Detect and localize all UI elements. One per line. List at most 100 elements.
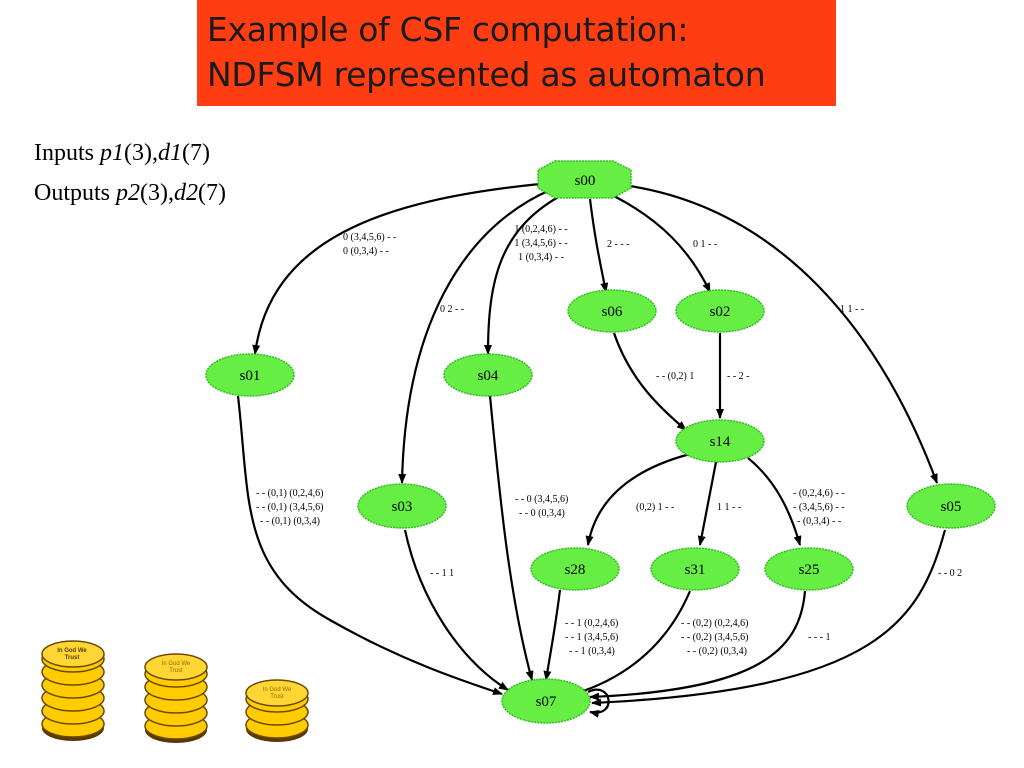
output-width-d2: (7) [198, 180, 226, 206]
label-s25-s07: - - - 1 [808, 632, 831, 643]
title-line-2: NDFSM represented as automaton [207, 55, 766, 94]
state-s25-label: s25 [799, 562, 820, 578]
label-s00-s01-b: 0 (0,3,4) - - [343, 246, 389, 257]
state-s28-label: s28 [565, 562, 586, 578]
label-s01-s07-b: - - (0,1) (3,4,5,6) [256, 502, 323, 513]
inputs-label: Inputs [34, 140, 100, 166]
edge-s31-s07 [573, 590, 692, 696]
edge-s00-s04 [484, 195, 561, 355]
edge-s00-s06 [588, 198, 609, 293]
state-s31[interactable]: s31 [650, 547, 740, 591]
output-var-p2: p2 [116, 180, 141, 206]
io-description: Inputs p1(3),d1(7) Outputs p2(3),d2(7) [34, 133, 226, 213]
inputs-line: Inputs p1(3),d1(7) [34, 133, 226, 173]
input-var-p1: p1 [100, 140, 124, 166]
edge-s25-s07 [589, 590, 807, 701]
coin-1-text-b: Trust [65, 655, 80, 661]
edge-s28-s07 [543, 589, 562, 681]
state-s14-label: s14 [710, 434, 731, 450]
slide-title: Example of CSF computation: NDFSM repres… [197, 0, 836, 106]
label-s06-s14: - - (0,2) 1 [656, 371, 694, 382]
state-s31-label: s31 [685, 562, 706, 578]
state-s02[interactable]: s02 [675, 289, 765, 333]
edge-s14-s25 [747, 457, 802, 546]
label-s00-s04-c: 1 (0,3,4) - - [518, 252, 564, 263]
title-line-1: Example of CSF computation: [207, 10, 689, 49]
label-s31-s07-b: - - (0,2) (3,4,5,6) [681, 632, 748, 643]
label-s14-s28: (0,2) 1 - - [636, 502, 674, 513]
edge-s14-s28 [585, 452, 691, 546]
label-s31-s07-c: - - (0,2) (0,3,4) [687, 646, 747, 657]
edge-s06-s14 [612, 332, 687, 431]
label-s04-s07-a: - - 0 (3,4,5,6) [515, 494, 568, 505]
coin-2-text-b: Trust [169, 668, 183, 674]
coin-1-text-a: In God We [57, 648, 87, 654]
label-s00-s06: 2 - - - [607, 239, 630, 250]
edge-s00-s02 [613, 195, 711, 293]
label-s28-s07-a: - - 1 (0,2,4,6) [565, 618, 618, 629]
label-s03-s07: - - 1 1 [430, 568, 454, 579]
state-s01-label: s01 [240, 368, 261, 384]
coin-stack-large: In God We Trust [41, 640, 105, 741]
state-nodes: s00 s01 s04 s06 s02 s14 s03 s05 [205, 160, 996, 724]
state-s06[interactable]: s06 [567, 289, 657, 333]
state-s05-label: s05 [941, 499, 962, 515]
label-s14-s25-a: - (0,2,4,6) - - [793, 488, 845, 499]
coin-3-text-b: Trust [270, 694, 284, 700]
label-s04-s07-b: - - 0 (0,3,4) [519, 508, 565, 519]
state-s04[interactable]: s04 [443, 353, 533, 397]
outputs-label: Outputs [34, 180, 117, 206]
output-var-d2: d2 [174, 180, 198, 206]
transition-edges [236, 182, 947, 718]
label-s28-s07-b: - - 1 (3,4,5,6) [565, 632, 618, 643]
state-s07-label: s07 [536, 694, 557, 710]
label-s00-s03: 0 2 - - [440, 304, 464, 315]
output-width-p2: (3), [140, 180, 174, 206]
edge-s03-s07 [403, 529, 509, 691]
edge-s00-s03 [398, 188, 551, 484]
state-s07[interactable]: s07 [501, 678, 591, 724]
label-s01-s07-a: - - (0,1) (0,2,4,6) [256, 488, 323, 499]
edge-s14-s31 [697, 461, 718, 546]
label-s00-s05: 1 1 - - [840, 304, 864, 315]
state-s03[interactable]: s03 [357, 483, 447, 529]
state-s04-label: s04 [478, 368, 499, 384]
label-s00-s04-b: 1 (3,4,5,6) - - [514, 238, 567, 249]
coin-3-text-a: In God We [263, 687, 292, 693]
edge-s00-s05 [629, 184, 939, 484]
state-s00[interactable]: s00 [537, 160, 632, 199]
input-var-d1: d1 [157, 140, 182, 166]
state-s28[interactable]: s28 [530, 547, 620, 591]
edge-s01-s07 [236, 395, 503, 696]
state-s05[interactable]: s05 [906, 483, 996, 529]
edge-s07-self [587, 688, 610, 718]
outputs-line: Outputs p2(3),d2(7) [34, 173, 226, 213]
label-s05-s07: - - 0 2 [938, 568, 962, 579]
edge-s04-s07 [488, 395, 534, 681]
label-s00-s04-a: 1 (0,2,4,6) - - [514, 224, 567, 235]
coin-stack-medium: In God We Trust [144, 653, 208, 743]
input-width-p1: (3), [124, 140, 158, 166]
coin-2-text-a: In God We [162, 661, 191, 667]
state-s25[interactable]: s25 [764, 547, 854, 591]
label-s00-s01-a: 0 (3,4,5,6) - - [343, 232, 396, 243]
label-s14-s25-c: - (0,3,4) - - [797, 516, 841, 527]
edge-s00-s01 [252, 182, 541, 355]
label-s01-s07-c: - - (0,1) (0,3,4) [260, 516, 320, 527]
label-s02-s14: - - 2 - [727, 371, 750, 382]
label-s28-s07-c: - - 1 (0,3,4) [569, 646, 615, 657]
label-s14-s31: 1 1 - - [717, 502, 741, 513]
edge-s05-s07 [591, 529, 947, 707]
edge-labels: 0 (3,4,5,6) - - 0 (0,3,4) - - 0 2 - - 1 … [256, 224, 962, 657]
label-s14-s25-b: - (3,4,5,6) - - [793, 502, 845, 513]
state-s03-label: s03 [392, 499, 413, 515]
state-s14[interactable]: s14 [675, 419, 765, 463]
input-width-d1: (7) [181, 140, 210, 166]
state-s00-label: s00 [575, 173, 596, 189]
state-s01[interactable]: s01 [205, 353, 295, 397]
label-s31-s07-a: - - (0,2) (0,2,4,6) [681, 618, 748, 629]
state-s02-label: s02 [710, 304, 731, 320]
state-s06-label: s06 [602, 304, 623, 320]
coin-stack-small: In God We Trust [245, 679, 309, 742]
